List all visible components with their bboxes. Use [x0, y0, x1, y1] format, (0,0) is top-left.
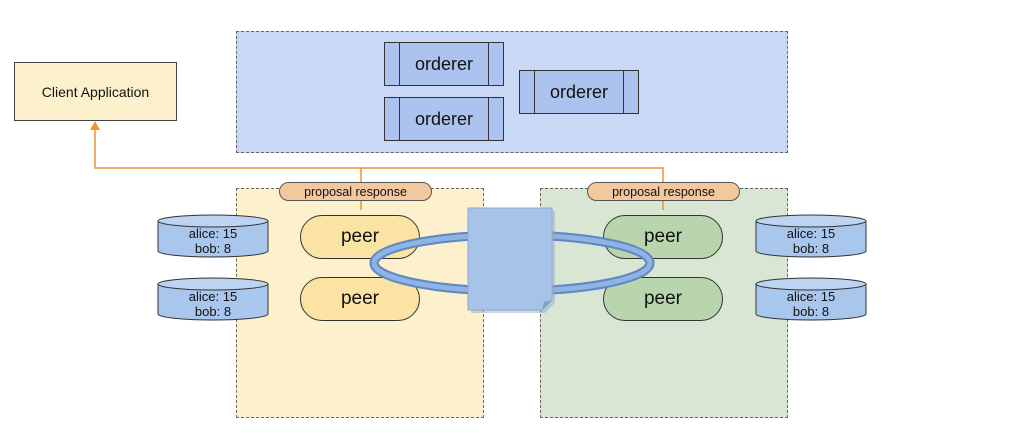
- ledger-bob-value: bob: 8: [195, 241, 231, 256]
- orderer-label: orderer: [549, 81, 609, 102]
- org1-peer: peer: [300, 277, 420, 321]
- client-application-box: Client Application: [14, 62, 177, 121]
- connector-arrowhead: [90, 121, 100, 130]
- peer-label: peer: [340, 288, 380, 309]
- org2-peer: peer: [603, 215, 723, 259]
- ledger-bob-value: bob: 8: [793, 241, 829, 256]
- proposal-response-label: proposal response: [587, 182, 740, 201]
- orderer-node: orderer: [384, 42, 504, 86]
- orderer-region: [236, 31, 788, 153]
- orderer-label: orderer: [414, 53, 474, 74]
- org1-peer: peer: [300, 215, 420, 259]
- peer-label: peer: [340, 226, 380, 247]
- org1-ledger-db: alice: 15 bob: 8: [157, 277, 269, 321]
- proposal-response-label: proposal response: [279, 182, 432, 201]
- org2-ledger-db: alice: 15 bob: 8: [755, 277, 867, 321]
- orderer-node: orderer: [519, 70, 639, 114]
- proposal-response-text: proposal response: [612, 184, 715, 199]
- ledger-alice-value: alice: 15: [787, 289, 835, 304]
- orderer-label: orderer: [414, 108, 474, 129]
- ledger-alice-value: alice: 15: [787, 226, 835, 241]
- ledger-bob-value: bob: 8: [793, 304, 829, 319]
- ledger-bob-value: bob: 8: [195, 304, 231, 319]
- peer-label: peer: [643, 288, 683, 309]
- ledger-alice-value: alice: 15: [189, 226, 237, 241]
- ledger-document-icon: [467, 207, 555, 313]
- client-application-label: Client Application: [41, 83, 150, 100]
- peer-label: peer: [643, 226, 683, 247]
- orderer-node: orderer: [384, 97, 504, 141]
- org2-ledger-db: alice: 15 bob: 8: [755, 214, 867, 258]
- org2-peer: peer: [603, 277, 723, 321]
- org1-ledger-db: alice: 15 bob: 8: [157, 214, 269, 258]
- proposal-response-text: proposal response: [304, 184, 407, 199]
- ledger-alice-value: alice: 15: [189, 289, 237, 304]
